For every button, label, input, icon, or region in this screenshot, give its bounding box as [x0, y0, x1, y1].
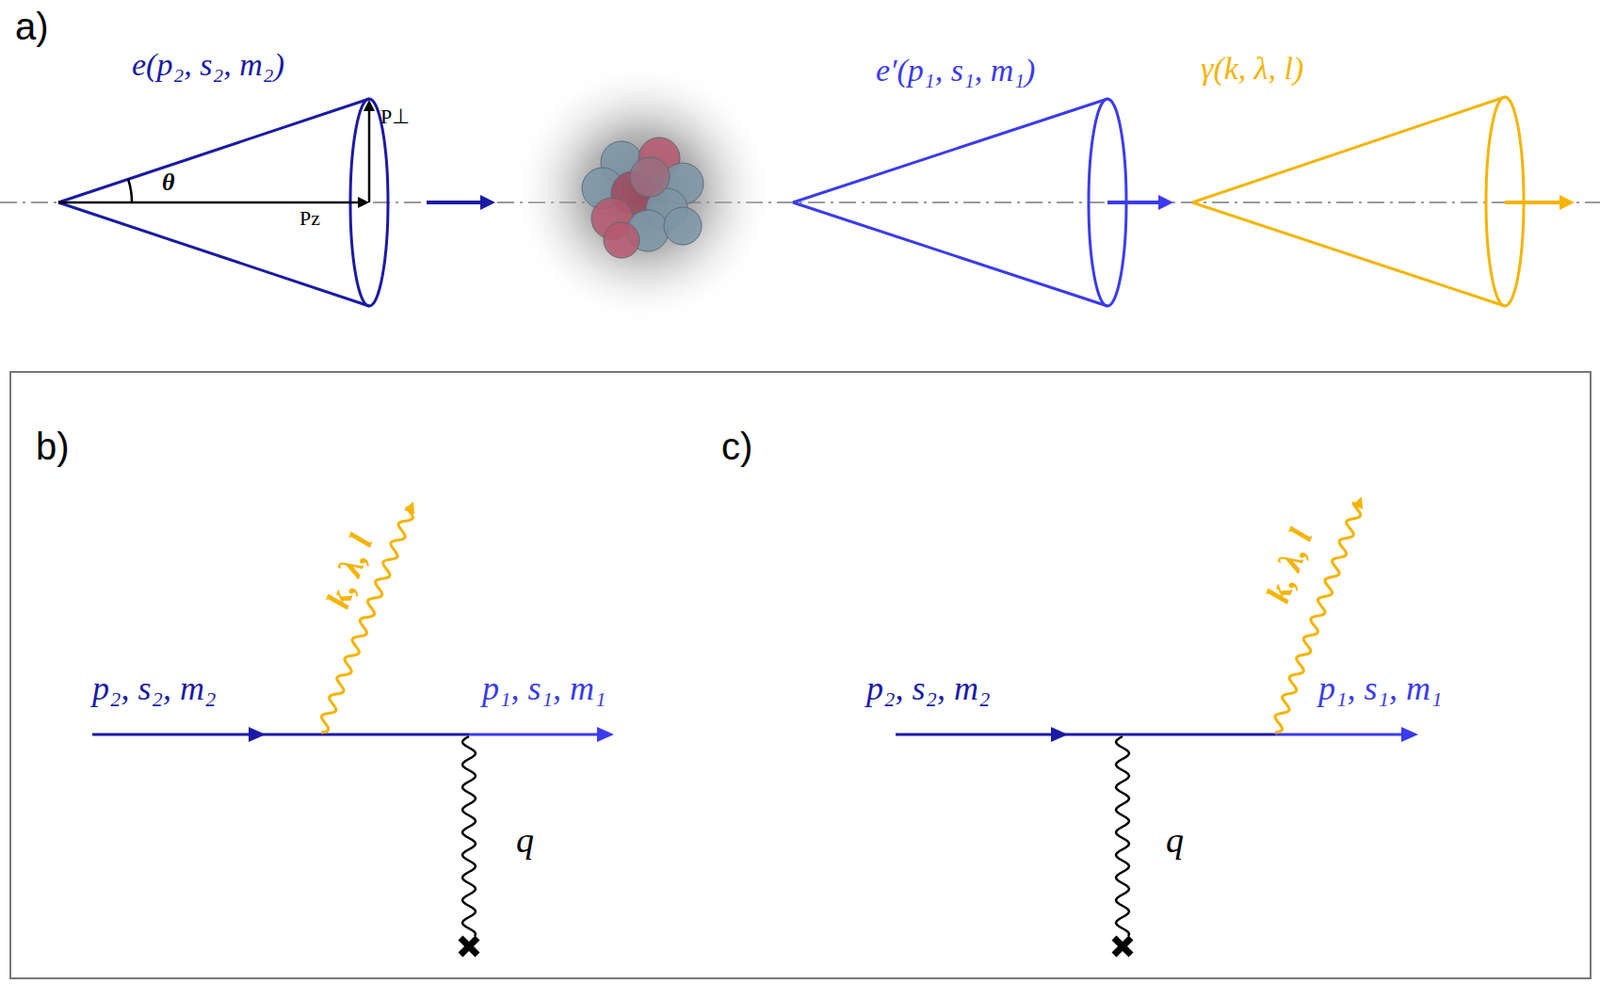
beam-axis — [0, 201, 1600, 204]
photon-cone — [1192, 96, 1575, 307]
wavy-line — [462, 736, 476, 937]
particle-label: e(p₂, s₂, m₂) — [131, 47, 285, 82]
angle-label: θ — [161, 169, 176, 197]
electron-label: p₂, s₂, m₂ — [866, 670, 991, 709]
particle-label: γ(k, λ, l) — [1200, 50, 1304, 86]
momentum-transfer-label: q — [516, 821, 534, 861]
particle-label: e′(p₁, s₁, m₁) — [875, 52, 1035, 88]
feynman-diagram-b — [92, 727, 615, 955]
axis-label: Pz — [299, 207, 321, 230]
photon-arrowhead — [1352, 496, 1363, 509]
electron-label: p₂, s₂, m₂ — [92, 670, 217, 709]
electron-label: p₁, s₁, m₁ — [1318, 670, 1443, 709]
axis-label: P⊥ — [380, 105, 410, 129]
incoming-cone — [58, 98, 388, 307]
feynman-diagram-c — [895, 727, 1419, 955]
beam-arrow — [426, 200, 483, 205]
propagator-waves — [321, 496, 1363, 937]
photon-label: k, λ, l — [320, 530, 382, 615]
panel-frame — [10, 371, 1591, 979]
panel-letter: c) — [721, 425, 753, 468]
wavy-line — [1115, 736, 1130, 937]
panel-letter: a) — [15, 5, 49, 48]
nucleus — [511, 61, 776, 325]
panel-letter: b) — [35, 425, 70, 468]
momentum-transfer-label: q — [1165, 821, 1184, 861]
scattered-electron-cone — [792, 98, 1174, 307]
photon-arrowhead — [404, 501, 415, 515]
beam-arrowhead — [480, 194, 496, 211]
photon-label: k, λ, l — [1260, 524, 1322, 609]
electron-label: p₁, s₁, m₁ — [482, 670, 607, 709]
